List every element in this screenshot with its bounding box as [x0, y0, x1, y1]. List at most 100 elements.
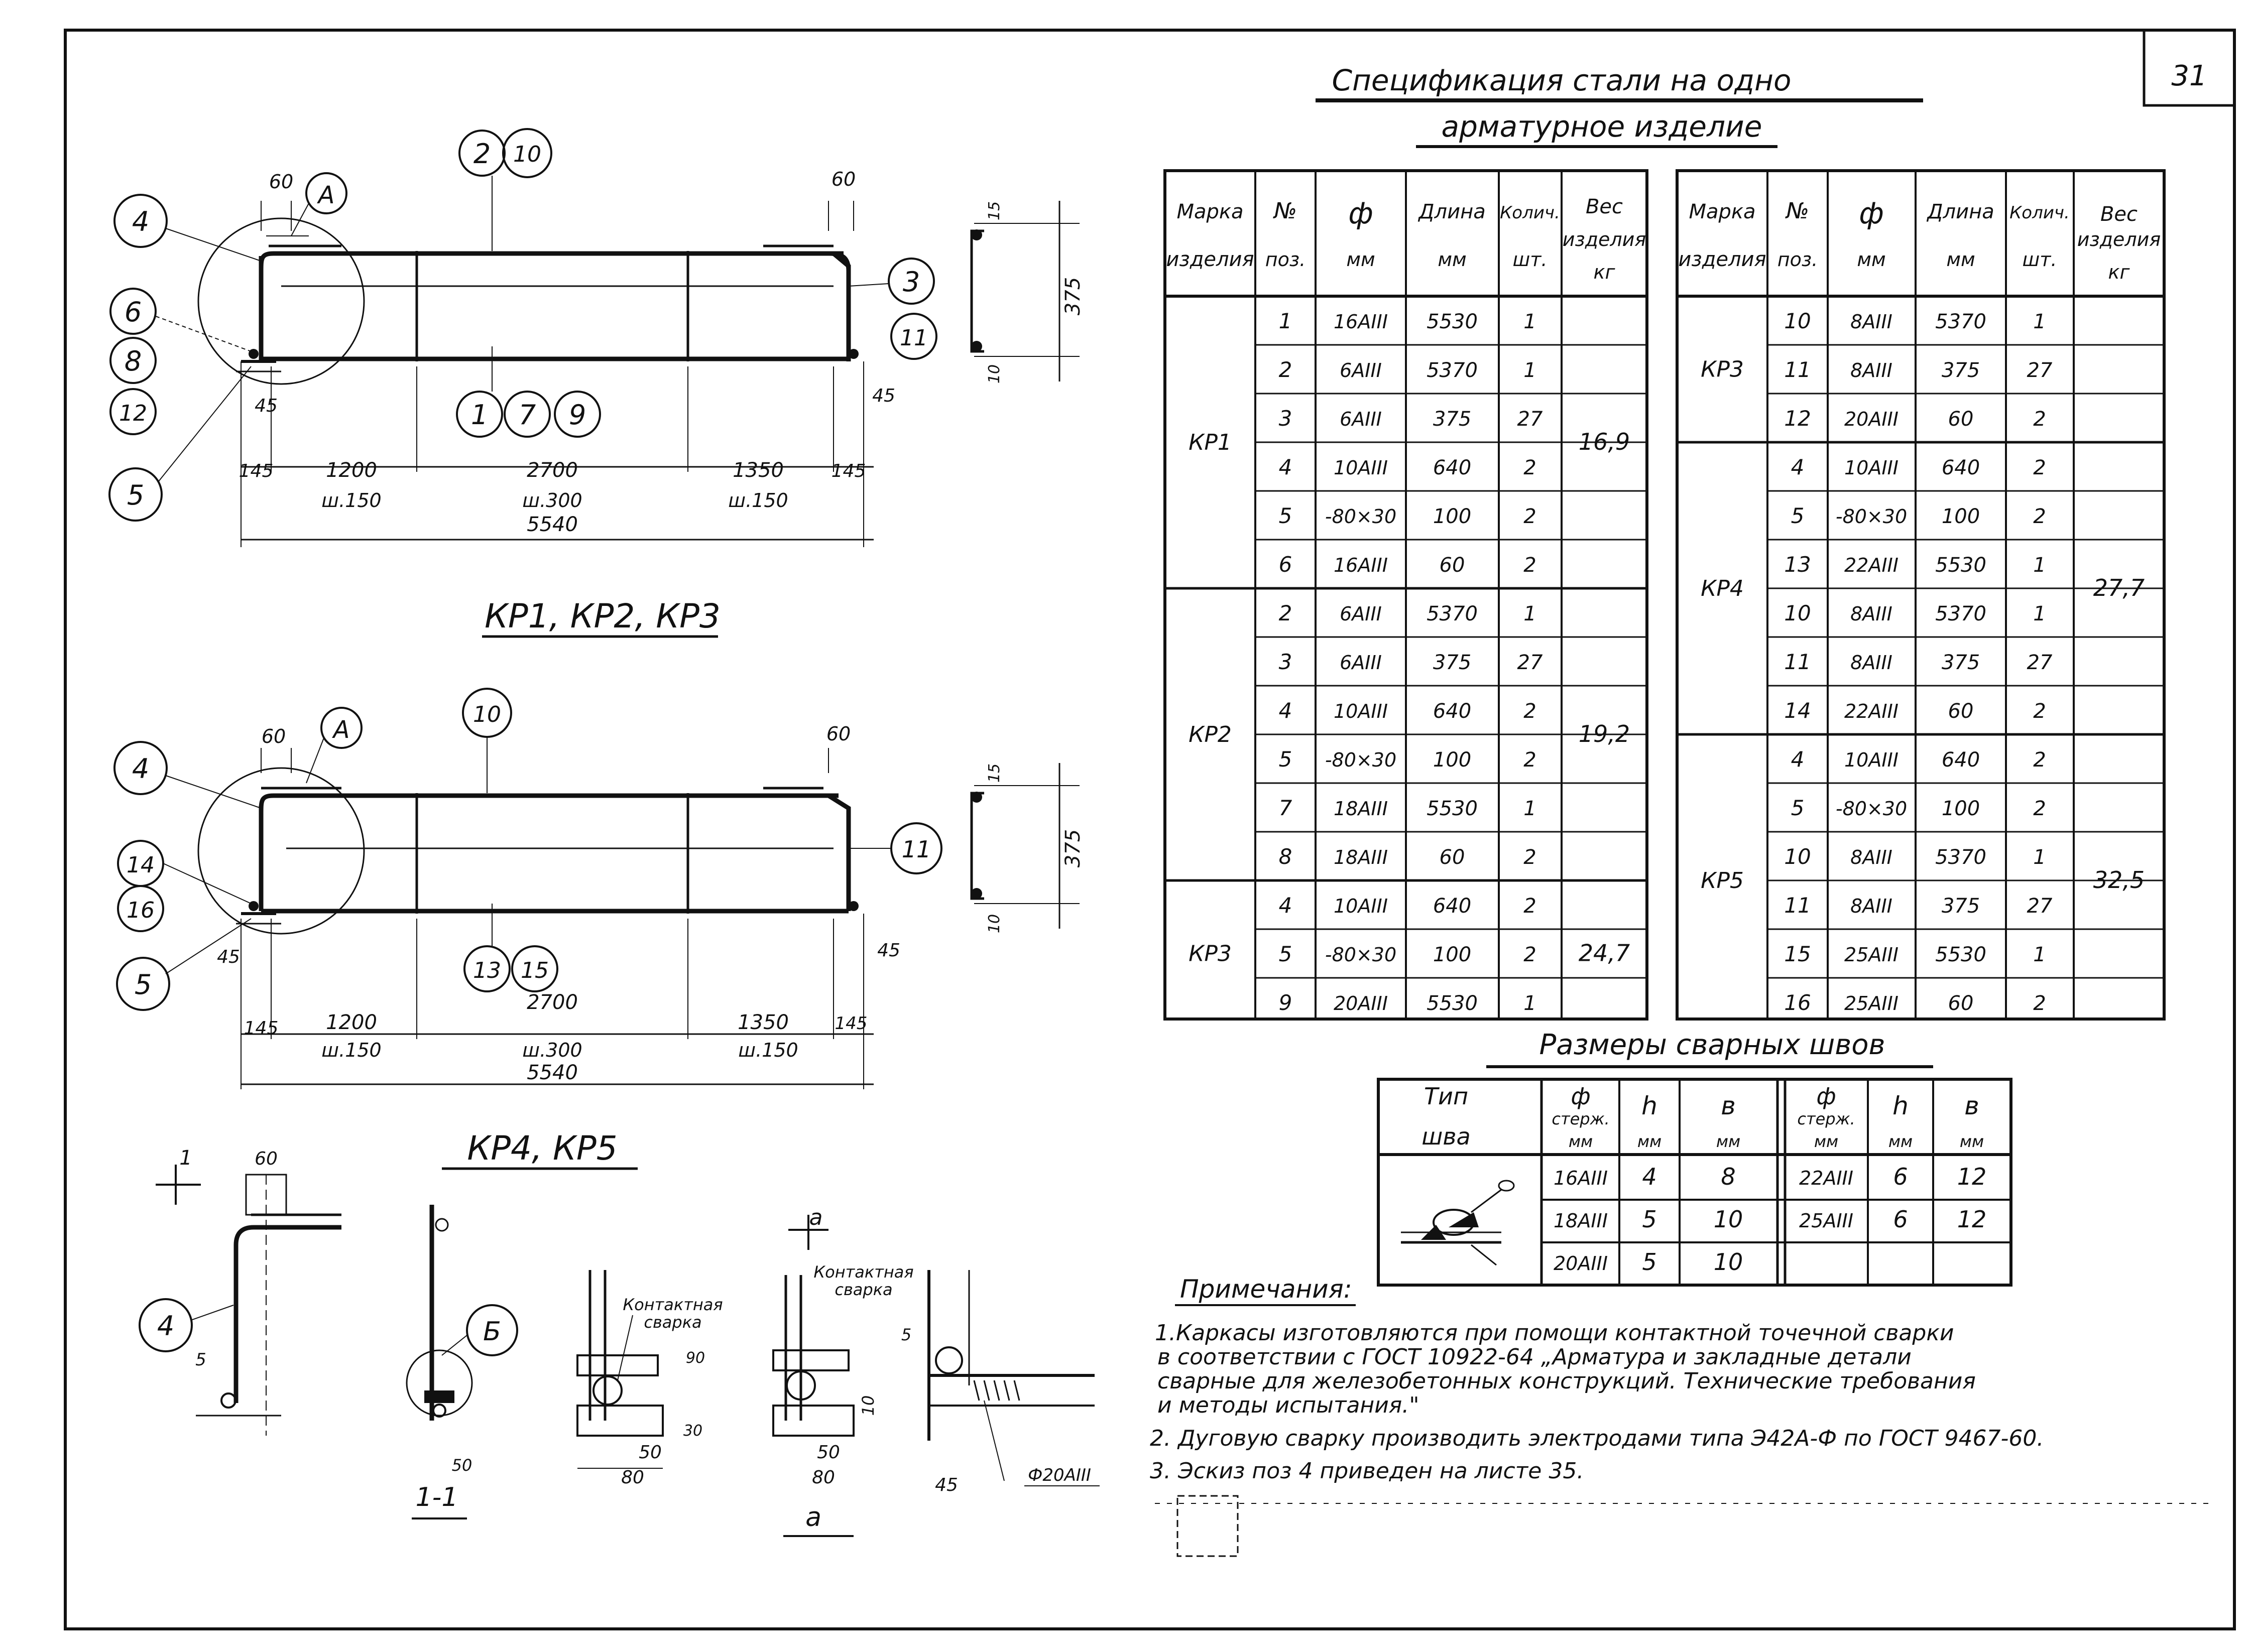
- spec-cell-pos: 4: [1279, 455, 1292, 479]
- spec-cell-qty: 2: [1523, 700, 1536, 723]
- spec-cell-len: 60: [1948, 992, 1974, 1015]
- spec-cell-dia: 8АIII: [1850, 311, 1892, 333]
- spec-cell-qty: 27: [2027, 359, 2053, 382]
- header-weight-2: изделия: [2077, 228, 2161, 250]
- spec-group-mark: КР5: [1701, 868, 1744, 894]
- spec-cell-len: 100: [1433, 748, 1471, 772]
- spec-cell-dia: -80×30: [1325, 505, 1396, 528]
- spec-cell-pos: 3: [1279, 406, 1292, 431]
- spec-cell-pos: 5: [1279, 747, 1292, 772]
- spec-title: Спецификация стали на одно арматурное из…: [1316, 63, 1923, 148]
- dim-15: 15: [986, 201, 1003, 220]
- weld-header-type-2: шва: [1421, 1123, 1470, 1150]
- mark-11: 11: [900, 325, 928, 351]
- weld-header-dia-3: мм: [1814, 1132, 1838, 1151]
- dim-1200: 1200: [326, 459, 377, 482]
- dim-5540: 5540: [527, 1061, 578, 1084]
- spec-group-weight: 32,5: [2093, 866, 2145, 894]
- dim-375: 375: [1061, 277, 1085, 315]
- spec-cell-dia: 20АIII: [1334, 992, 1388, 1014]
- weld-header-b-2: мм: [1960, 1132, 1984, 1151]
- mark-5: 5: [135, 969, 152, 1000]
- weld-cell-b: 10: [1714, 1248, 1743, 1276]
- spec-cell-qty: 1: [1523, 992, 1536, 1015]
- weld-cell-b: 12: [1957, 1163, 1987, 1190]
- header-pos-2: поз.: [1265, 248, 1306, 271]
- dim-5540: 5540: [527, 513, 578, 536]
- spec-cell-pos: 5: [1791, 503, 1805, 528]
- spec-right-header: Марка изделия № поз. ф мм Длина мм Колич…: [1678, 196, 2161, 283]
- dim-5: 5: [901, 1325, 911, 1344]
- header-mark-1: Марка: [1689, 200, 1755, 223]
- caption-kp4-kp5: КР4, КР5: [467, 1129, 617, 1168]
- spec-cell-len: 640: [1433, 895, 1471, 918]
- weld-sketch-icon: [1401, 1180, 1515, 1266]
- spec-cell-len: 60: [1440, 554, 1465, 577]
- spec-cell-len: 375: [1433, 408, 1471, 431]
- spec-cell-dia: 10АIII: [1334, 457, 1388, 479]
- header-pos-2: поз.: [1777, 248, 1818, 271]
- spec-cell-pos: 10: [1784, 844, 1811, 869]
- spec-cell-dia: -80×30: [1325, 944, 1396, 966]
- spec-cell-dia: 10АIII: [1334, 895, 1388, 917]
- weld-cell-dia: 25АIII: [1799, 1210, 1853, 1232]
- spec-cell-len: 5370: [1935, 602, 1986, 625]
- spec-cell-qty: 2: [2033, 505, 2046, 528]
- mark-7: 7: [519, 399, 536, 431]
- dim-45-right: 45: [877, 940, 900, 961]
- step-150-left: ш.150: [321, 489, 381, 512]
- spec-cell-qty: 1: [1523, 310, 1536, 333]
- mark-4: 4: [157, 1310, 174, 1342]
- header-weight-1: Вес: [2100, 203, 2138, 226]
- step-150-left: ш.150: [321, 1039, 381, 1061]
- weld-cell-h: 5: [1642, 1248, 1656, 1276]
- spec-cell-len: 640: [1433, 700, 1471, 723]
- header-qty-1: Колич.: [1500, 203, 1560, 223]
- spec-cell-pos: 11: [1784, 650, 1811, 674]
- weld-cell-h: 5: [1642, 1206, 1656, 1233]
- spec-group-weight: 19,2: [1579, 720, 1630, 747]
- spec-cell-pos: 4: [1279, 698, 1292, 723]
- dim-145-left: 145: [239, 461, 274, 481]
- dim-10: 10: [986, 914, 1003, 933]
- header-dia-1: ф: [1348, 196, 1373, 230]
- spec-group-weight: 27,7: [2093, 574, 2145, 601]
- spec-cell-qty: 1: [2033, 846, 2046, 869]
- weld-cell-b: 8: [1721, 1163, 1735, 1190]
- rod-anchorage-detail: 5 10 45 Ф20АIII: [859, 1270, 1100, 1495]
- weld-cell-b: 10: [1714, 1206, 1743, 1233]
- spec-cell-pos: 6: [1279, 552, 1292, 577]
- spec-cell-dia: 8АIII: [1850, 846, 1892, 868]
- spec-cell-pos: 15: [1784, 942, 1811, 966]
- weld-cell-h: 6: [1893, 1206, 1908, 1233]
- weld-cell-b: 12: [1957, 1206, 1987, 1233]
- spec-cell-qty: 27: [2027, 651, 2053, 674]
- spec-cell-qty: 27: [1517, 651, 1543, 674]
- note-line-6: 3. Эскиз поз 4 приведен на листе 35.: [1150, 1458, 1584, 1484]
- spec-cell-len: 100: [1942, 797, 1980, 820]
- weld-header-dia-3: мм: [1569, 1132, 1593, 1151]
- spec-cell-pos: 16: [1784, 990, 1811, 1015]
- step-300: ш.300: [522, 489, 582, 512]
- spec-cell-dia: 6АIII: [1340, 408, 1382, 430]
- detail-hook-4: 1 60 4 5: [139, 1147, 341, 1436]
- spec-cell-len: 5530: [1427, 797, 1478, 820]
- header-mark-1: Марка: [1176, 200, 1243, 223]
- spec-cell-len: 5530: [1427, 992, 1478, 1015]
- spec-cell-dia: 6АIII: [1340, 603, 1382, 625]
- step-300: ш.300: [522, 1039, 582, 1061]
- spec-cell-qty: 1: [1523, 797, 1536, 820]
- mark-11: 11: [902, 836, 931, 863]
- step-150-right: ш.150: [728, 489, 788, 512]
- rod-label: Ф20АIII: [1028, 1465, 1091, 1485]
- spec-cell-qty: 2: [1523, 846, 1536, 869]
- dim-60-left: 60: [269, 171, 293, 193]
- spec-cell-dia: 8АIII: [1850, 603, 1892, 625]
- header-weight-3: кг: [1594, 261, 1616, 283]
- spec-cell-dia: -80×30: [1325, 749, 1396, 771]
- contact-weld-detail-1: Контактная сварка 90 30 50 80: [576, 1270, 723, 1488]
- spec-cell-len: 375: [1942, 651, 1980, 674]
- weld-table: Размеры сварных швов Тип шва ф стерж. мм…: [1377, 1029, 2012, 1287]
- spec-cell-dia: 22АIII: [1844, 700, 1899, 722]
